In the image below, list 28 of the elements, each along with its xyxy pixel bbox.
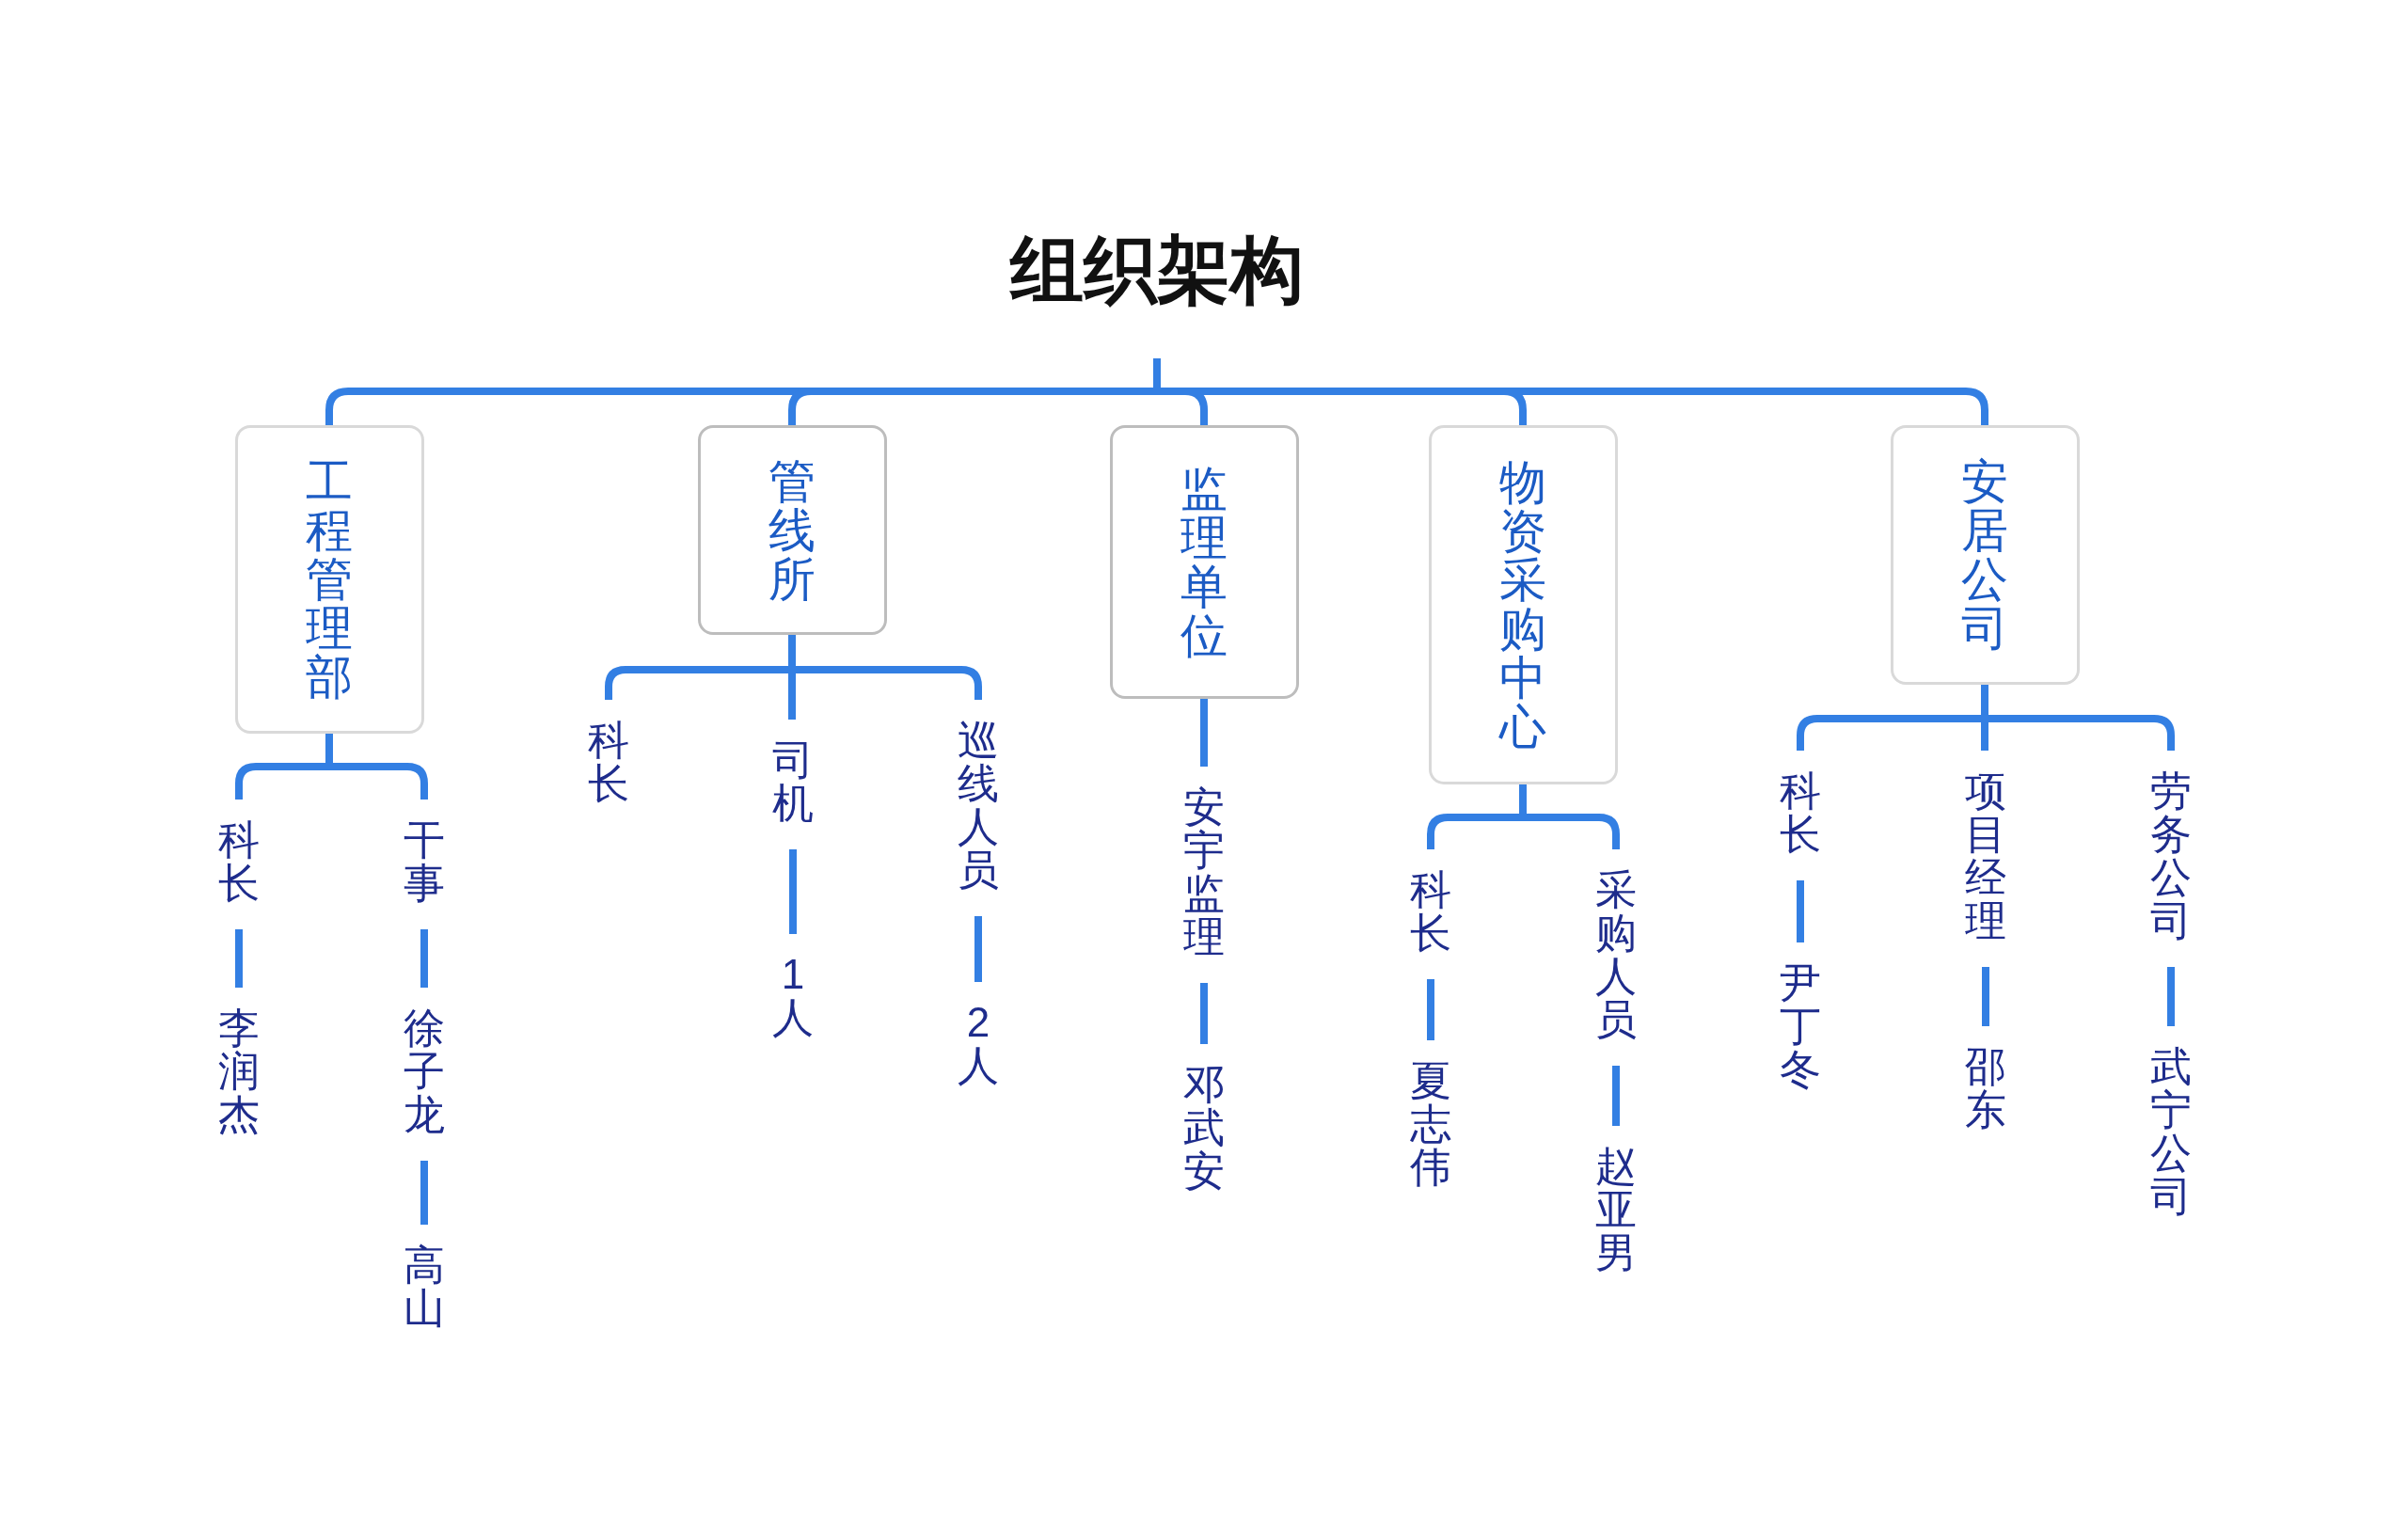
member-label: 邓武安	[1182, 1063, 1226, 1193]
department-box: 安居公司	[1890, 425, 2080, 685]
member-label: 徐子龙	[403, 1006, 446, 1136]
role-label: 科长	[1409, 868, 1452, 955]
role-label: 科长	[587, 719, 630, 805]
member-label: 武宁公司	[2149, 1045, 2193, 1218]
role-label: 安宇监理	[1182, 785, 1226, 958]
department-box: 工程管理部	[234, 425, 424, 734]
heading: 组织架构	[1010, 233, 1304, 307]
member-label: 高山	[403, 1243, 446, 1330]
role-label: 司机	[771, 738, 815, 825]
role-label: 劳务公司	[2149, 769, 2193, 942]
role-label: 采购人员	[1594, 868, 1638, 1041]
department-box: 管线所	[697, 425, 887, 635]
member-label: 李润杰	[217, 1006, 261, 1136]
role-label: 干事	[403, 818, 446, 905]
member-label: 邵东	[1964, 1045, 2007, 1132]
member-label: 尹丁冬	[1779, 961, 1822, 1091]
role-label: 科长	[1779, 769, 1822, 856]
member-label: 1人	[771, 953, 815, 1039]
department-box: 物资采购中心	[1428, 425, 1618, 784]
member-label: 2人	[957, 1001, 1000, 1087]
member-label: 夏志伟	[1409, 1059, 1452, 1189]
member-label: 赵亚男	[1594, 1145, 1638, 1275]
role-label: 巡线人员	[957, 719, 1000, 892]
role-label: 科长	[217, 818, 261, 905]
department-box: 监理单位	[1109, 425, 1299, 699]
role-label: 项目经理	[1964, 769, 2007, 942]
